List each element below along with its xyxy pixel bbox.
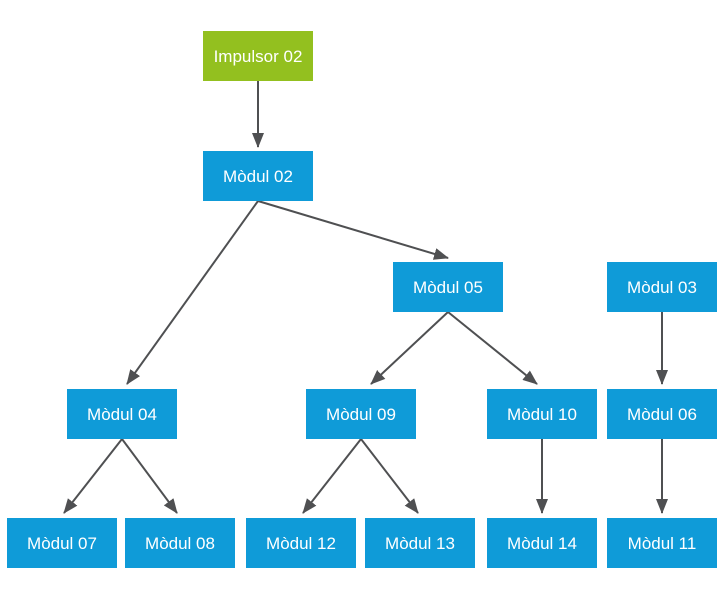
edge-modul09-modul12 xyxy=(302,438,362,514)
node-label: Mòdul 09 xyxy=(326,404,396,424)
node-modul-10[interactable]: Mòdul 10 xyxy=(487,389,597,439)
node-modul-07[interactable]: Mòdul 07 xyxy=(7,518,117,568)
node-label: Mòdul 06 xyxy=(627,404,697,424)
node-label: Mòdul 13 xyxy=(385,533,455,553)
node-label: Mòdul 04 xyxy=(87,404,157,424)
edge-modul04-modul08 xyxy=(121,438,178,514)
node-modul-12[interactable]: Mòdul 12 xyxy=(246,518,356,568)
node-label: Mòdul 14 xyxy=(507,533,577,553)
node-modul-02[interactable]: Mòdul 02 xyxy=(203,151,313,201)
node-modul-14[interactable]: Mòdul 14 xyxy=(487,518,597,568)
edge-modul05-modul09 xyxy=(370,311,449,385)
node-label: Mòdul 07 xyxy=(27,533,97,553)
node-modul-03[interactable]: Mòdul 03 xyxy=(607,262,717,312)
node-label: Mòdul 02 xyxy=(223,166,293,186)
node-modul-11[interactable]: Mòdul 11 xyxy=(607,518,717,568)
node-modul-09[interactable]: Mòdul 09 xyxy=(306,389,416,439)
node-impulsor-02[interactable]: Impulsor 02 xyxy=(203,31,313,81)
node-modul-04[interactable]: Mòdul 04 xyxy=(67,389,177,439)
node-label: Mòdul 11 xyxy=(627,533,697,553)
node-label: Mòdul 05 xyxy=(413,277,483,297)
node-label: Mòdul 12 xyxy=(266,533,336,553)
edge-modul05-modul10 xyxy=(447,311,538,385)
node-label: Impulsor 02 xyxy=(213,46,303,66)
edge-modul02-modul04 xyxy=(126,200,259,385)
edge-modul04-modul07 xyxy=(63,438,123,514)
node-modul-06[interactable]: Mòdul 06 xyxy=(607,389,717,439)
node-modul-13[interactable]: Mòdul 13 xyxy=(365,518,475,568)
node-modul-08[interactable]: Mòdul 08 xyxy=(125,518,235,568)
edge-modul09-modul13 xyxy=(360,438,419,514)
node-label: Mòdul 03 xyxy=(627,277,697,297)
node-label: Mòdul 08 xyxy=(145,533,215,553)
node-label: Mòdul 10 xyxy=(507,404,577,424)
edge-modul02-modul05 xyxy=(257,200,449,260)
node-modul-05[interactable]: Mòdul 05 xyxy=(393,262,503,312)
